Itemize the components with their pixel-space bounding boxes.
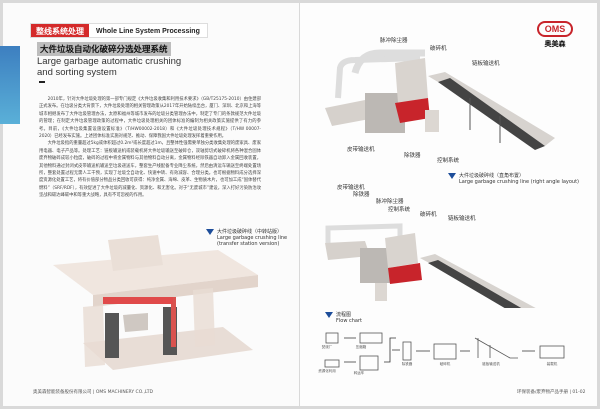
right-angle-line-illustration xyxy=(325,49,555,150)
flow-chart-title-cn: 流程图 xyxy=(336,312,352,318)
flow-step-label: 除铁器 xyxy=(401,362,413,366)
flow-node-icon xyxy=(359,355,379,371)
label-crusher-2: 破碎机 xyxy=(420,212,437,218)
flow-step-label: 焚烧厂 xyxy=(321,345,333,349)
flow-node-icon xyxy=(539,345,565,359)
label-control-system: 控制系统 xyxy=(437,158,460,164)
flow-chart-heading: 流程图 Flow chart xyxy=(325,312,362,324)
title-en-line1: Large garbage automatic crushing xyxy=(37,56,182,67)
label-iron-remover-2: 除铁器 xyxy=(353,192,370,198)
label-dust-collector-2: 脉冲除尘器 xyxy=(376,199,404,205)
flow-step-label: 装载机 xyxy=(546,362,558,366)
caption-en: Large garbage crushing line (right angle… xyxy=(459,179,580,185)
flow-node-icon xyxy=(324,359,340,368)
divider xyxy=(39,81,45,83)
flow-node-icon xyxy=(474,337,518,359)
right-footer: 环保装备/废弃物产品手册 | 01-02 xyxy=(517,390,586,395)
caption-cn: 大件垃圾破碎线（中转站版） xyxy=(217,229,283,235)
logo-name: 奥美森 xyxy=(544,40,566,48)
transfer-station-caption: 大件垃圾破碎线（中转站版） Large garbage crushing lin… xyxy=(206,229,287,247)
right-angle-caption: 大件垃圾破碎线（直角布置） Large garbage crushing lin… xyxy=(448,173,579,185)
logo-mark: OMS xyxy=(537,21,573,37)
caption-en2: (transfer station version) xyxy=(217,241,280,247)
left-footer: 奥美森智能装备股份有限公司 | OMS MACHINERY CO.,LTD xyxy=(33,390,154,395)
paragraph: 2010年，针对大件垃圾处理的第一部专门规定《大件垃圾收集和利用技术要求》（GB… xyxy=(39,97,261,140)
flow-node-icon xyxy=(359,332,383,344)
flow-step-label: 转运车 xyxy=(353,371,365,375)
triangle-marker-icon xyxy=(206,229,214,235)
label-control-system-2: 控制系统 xyxy=(388,207,411,213)
blue-accent-bar xyxy=(0,46,20,124)
page-title-cn: 大件垃圾自动化破碎分选处理系统 xyxy=(37,42,171,56)
body-text: 2010年，针对大件垃圾处理的第一部专门规定《大件垃圾收集和利用技术要求》（GB… xyxy=(39,96,261,200)
label-chain-conveyor-2: 链板输送机 xyxy=(448,216,476,222)
flow-step-label: 压缩箱 xyxy=(355,345,367,349)
flow-step-label: 破碎机 xyxy=(439,362,451,366)
label-belt-conveyor-2: 皮带输送机 xyxy=(337,185,365,191)
caption-en1: Large garbage crushing line xyxy=(217,235,288,241)
label-iron-remover: 除铁器 xyxy=(404,153,421,159)
left-page: 整线系统处理 Whole Line System Processing 大件垃圾… xyxy=(0,3,299,406)
section-tag: 整线系统处理 Whole Line System Processing xyxy=(30,23,208,38)
label-pulse-dust-collector: 脉冲除尘器 xyxy=(380,38,408,44)
label-belt-conveyor: 皮带输送机 xyxy=(347,147,375,153)
straight-line-illustration xyxy=(325,223,536,308)
label-chain-conveyor: 链板输送机 xyxy=(472,61,500,67)
triangle-marker-icon xyxy=(448,173,456,179)
label-crusher: 破碎机 xyxy=(430,46,447,52)
triangle-marker-icon xyxy=(325,312,333,318)
flow-node-icon xyxy=(325,332,339,344)
flow-chart-diagram xyxy=(324,332,565,371)
caption-cn: 大件垃圾破碎线（直角布置） xyxy=(459,173,525,179)
section-tag-en: Whole Line System Processing xyxy=(96,28,200,35)
flow-chart-title-en: Flow chart xyxy=(336,318,363,324)
flow-node-icon xyxy=(433,343,457,360)
page-title-en: Large garbage automatic crushing and sor… xyxy=(37,56,181,78)
flow-node-icon xyxy=(402,341,412,361)
paragraph: 大件垃圾指的重量超过5kg或体积超过0.2m³或长度超过1m，且整体性强需要单独… xyxy=(39,141,261,199)
oms-logo: OMS 奥美森 xyxy=(537,21,573,49)
flow-step-label: 资源化利用 xyxy=(318,369,336,373)
right-page: OMS 奥美森 脉冲除尘器 破碎机 链板输送机 皮带输送机 除铁器 控制系统 大… xyxy=(300,3,597,406)
title-en-line2: and sorting system xyxy=(37,67,117,78)
transfer-station-illustration xyxy=(53,235,258,370)
flow-step-label: 链板输送机 xyxy=(482,362,500,366)
section-tag-cn: 整线系统处理 xyxy=(31,24,89,37)
